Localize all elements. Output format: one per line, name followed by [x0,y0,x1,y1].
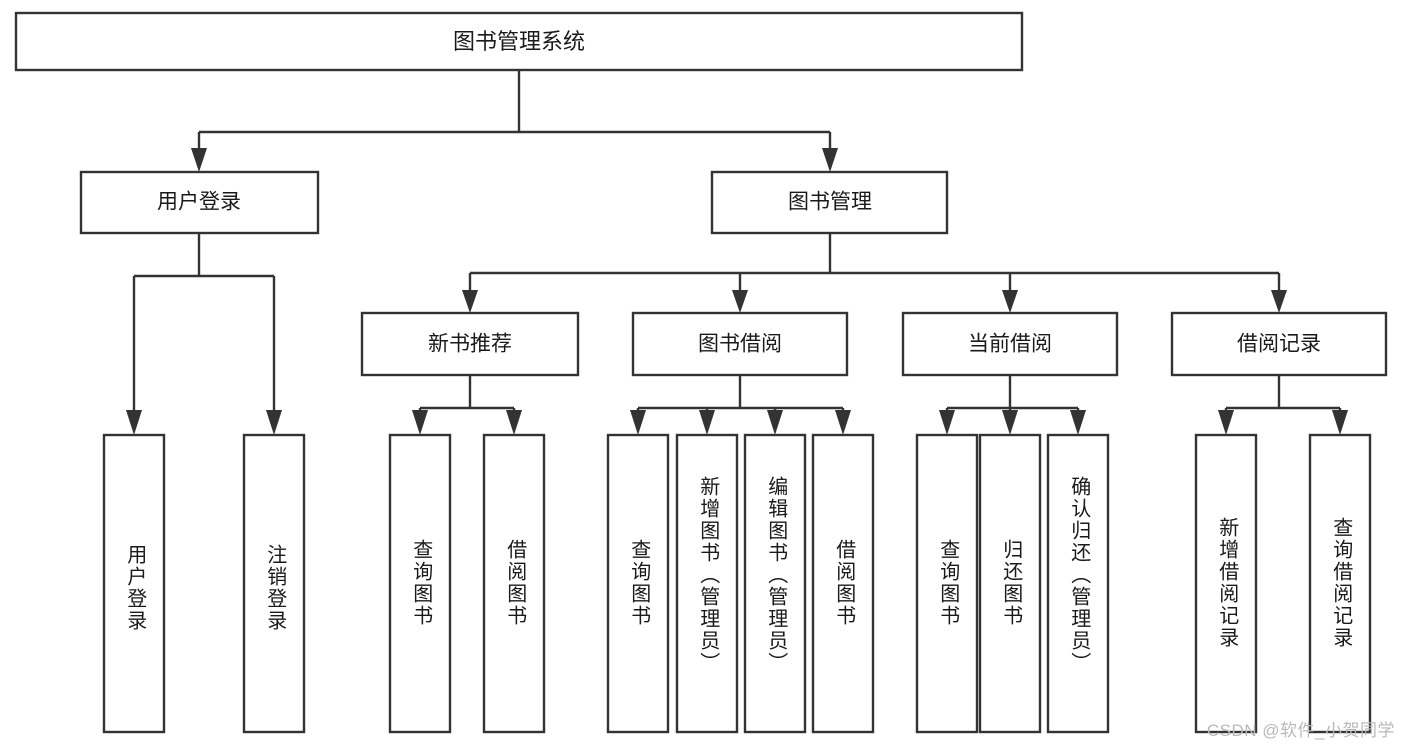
leaf-query-book-1[interactable]: 查询图书 [388,433,452,734]
node-current-borrow-label: 当前借阅 [968,333,1052,356]
leaf-borrow-book-2-label: 借阅图书 [833,539,856,627]
arrow-book-manage [822,148,838,172]
leaf-query-record-box[interactable] [1308,433,1372,734]
leaf-edit-book-box[interactable] [743,433,807,734]
leaf-add-record[interactable]: 新增借阅记录 [1194,433,1258,734]
node-book-borrow-box[interactable] [631,311,849,377]
leaf-borrow-book-1-box[interactable] [482,433,546,734]
arrow-current-borrow [1002,290,1018,313]
node-new-book-rec[interactable]: 新书推荐 [360,311,580,377]
leaf-add-record-label: 新增借阅记录 [1216,517,1239,649]
leaf-query-book-3-box[interactable] [915,433,979,734]
arrow-nbr-leaf2 [506,410,522,435]
leaf-add-record-box[interactable] [1194,433,1258,734]
leaf-confirm-return[interactable]: 确认归还（管理员） [1046,433,1110,734]
leaf-logout-login-label: 注销登录 [264,544,287,632]
leaf-return-book-box[interactable] [978,433,1042,734]
arrow-bb-leaf3 [767,410,783,435]
leaf-query-book-1-box[interactable] [388,433,452,734]
leaf-borrow-book-1-label: 借阅图书 [504,539,527,627]
leaf-user-login-box[interactable] [102,433,166,734]
leaf-borrow-book-2-box[interactable] [811,433,875,734]
leaf-query-book-2-box[interactable] [606,433,670,734]
leaf-confirm-return-label: 确认归还（管理员） [1068,476,1091,674]
arrow-book-borrow [732,290,748,313]
node-book-manage-label: 图书管理 [788,191,872,214]
arrow-nbr-leaf1 [412,410,428,435]
arrow-user-login [191,148,207,172]
arrow-br-leaf2 [1332,410,1348,435]
node-user-login-label: 用户登录 [157,191,241,214]
arrow-cb-leaf3 [1070,410,1086,435]
node-current-borrow[interactable]: 当前借阅 [901,311,1119,377]
leaf-add-book-label: 新增图书（管理员） [697,476,720,674]
node-root-label: 图书管理系统 [453,29,585,54]
leaf-edit-book-label: 编辑图书（管理员） [765,476,788,674]
node-borrow-record-box[interactable] [1170,311,1388,377]
node-root[interactable]: 图书管理系统 [14,11,1024,72]
leaf-query-book-1-label: 查询图书 [410,539,433,627]
edges-layer [126,70,1348,435]
node-user-login[interactable]: 用户登录 [79,170,320,235]
leaf-user-login[interactable]: 用户登录 [102,433,166,734]
node-new-book-rec-box[interactable] [360,311,580,377]
arrow-bb-leaf4 [835,410,851,435]
leaf-query-record[interactable]: 查询借阅记录 [1308,433,1372,734]
leaf-borrow-book-2[interactable]: 借阅图书 [811,433,875,734]
node-book-manage[interactable]: 图书管理 [710,170,949,235]
arrow-br-leaf1 [1218,410,1234,435]
node-new-book-rec-label: 新书推荐 [428,333,512,356]
leaf-confirm-return-box[interactable] [1046,433,1110,734]
leaf-query-book-2-label: 查询图书 [628,539,651,627]
node-user-login-box[interactable] [79,170,320,235]
leaf-user-login-label: 用户登录 [124,544,147,632]
leaf-query-record-label: 查询借阅记录 [1330,517,1353,649]
leaf-add-book-box[interactable] [675,433,739,734]
node-current-borrow-box[interactable] [901,311,1119,377]
arrow-cb-leaf2 [1002,410,1018,435]
node-borrow-record[interactable]: 借阅记录 [1170,311,1388,377]
node-borrow-record-label: 借阅记录 [1237,333,1321,356]
leaf-logout-login[interactable]: 注销登录 [242,433,306,734]
arrow-ul-leaf2 [266,410,282,435]
leaf-add-book[interactable]: 新增图书（管理员） [675,433,739,734]
leaf-query-book-2[interactable]: 查询图书 [606,433,670,734]
leaf-query-book-3[interactable]: 查询图书 [915,433,979,734]
node-book-manage-box[interactable] [710,170,949,235]
arrow-borrow-record [1271,290,1287,313]
leaf-return-book-label: 归还图书 [1000,539,1023,627]
leaf-return-book[interactable]: 归还图书 [978,433,1042,734]
node-root-box[interactable] [14,11,1024,72]
leaf-borrow-book-1[interactable]: 借阅图书 [482,433,546,734]
csdn-watermark: CSDN @软件_小贺同学 [1206,721,1395,740]
arrow-ul-leaf1 [126,410,142,435]
node-book-borrow[interactable]: 图书借阅 [631,311,849,377]
arrow-bb-leaf2 [699,410,715,435]
arrow-bb-leaf1 [630,410,646,435]
arrow-new-book-rec [462,290,478,313]
leaf-query-book-3-label: 查询图书 [937,539,960,627]
leaf-edit-book[interactable]: 编辑图书（管理员） [743,433,807,734]
arrow-cb-leaf1 [939,410,955,435]
node-book-borrow-label: 图书借阅 [698,333,782,356]
leaf-logout-login-box[interactable] [242,433,306,734]
